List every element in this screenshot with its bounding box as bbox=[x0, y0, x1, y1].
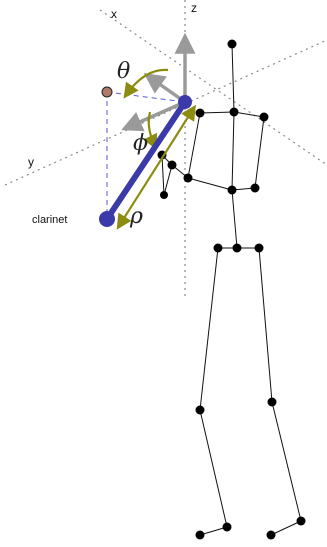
joint-right-foot bbox=[266, 530, 276, 540]
joint-right-ankle bbox=[296, 516, 306, 526]
joint-right-knee bbox=[267, 397, 277, 407]
clarinet-label: clarinet bbox=[32, 214, 67, 226]
x-axis-label: x bbox=[111, 7, 117, 21]
rho-arrow bbox=[116, 104, 196, 230]
joint-left-ankle bbox=[222, 522, 232, 532]
clarinet-top-point bbox=[178, 95, 192, 109]
z-axis-label: z bbox=[191, 1, 197, 15]
joint-left-knee bbox=[195, 405, 205, 415]
joint-hand-b bbox=[160, 191, 168, 199]
theta-arc bbox=[123, 68, 169, 99]
y-axis-line bbox=[4, 39, 327, 186]
clarinet-bottom-point bbox=[99, 211, 115, 227]
clarinet-body bbox=[104, 99, 188, 222]
joint-neck bbox=[229, 107, 239, 117]
projection-lines bbox=[106, 91, 186, 219]
projection-point bbox=[101, 86, 113, 98]
joint-right-shoulder bbox=[259, 112, 269, 122]
joint-left-shoulder bbox=[195, 108, 205, 118]
x-axis-line bbox=[99, 9, 327, 166]
joint-head bbox=[227, 39, 237, 49]
joint-left-elbow bbox=[183, 173, 193, 183]
joint-pelvis bbox=[232, 243, 242, 253]
x-vector-arrow bbox=[143, 72, 187, 104]
y-axis-label: y bbox=[28, 155, 34, 169]
theta-label: θ bbox=[117, 59, 130, 84]
joint-right-hip bbox=[254, 243, 264, 253]
phi-label: ϕ bbox=[133, 131, 148, 156]
joint-torso bbox=[227, 185, 237, 195]
rho-label: ρ bbox=[129, 204, 143, 229]
joint-right-elbow bbox=[250, 183, 260, 193]
joint-left-wrist bbox=[167, 160, 177, 170]
skeleton bbox=[161, 43, 302, 536]
joint-left-foot bbox=[195, 530, 205, 540]
joint-left-hip bbox=[213, 243, 223, 253]
